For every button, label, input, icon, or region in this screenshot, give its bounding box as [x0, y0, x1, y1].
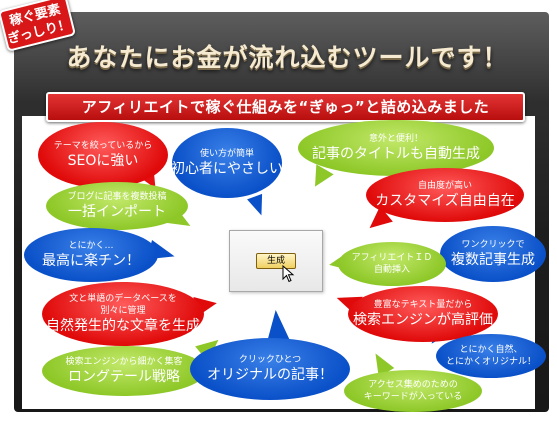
subheadline-bar: アフィリエイトで稼ぐ仕組みを“ぎゅっ”と詰め込みました	[46, 92, 525, 122]
bubble-oneclick-small: ワンクリックで	[461, 240, 525, 250]
bubble-natural2: とにかく自然、 とにかくオリジナル！	[436, 334, 546, 378]
bubble-affid: アフィリエイトＩＤ 自動挿入	[338, 242, 446, 286]
bubble-seo-small: テーマを絞っているから	[53, 141, 153, 151]
bubble-title-big: 記事のタイトルも自動生成	[312, 146, 480, 162]
panel-shine	[14, 12, 549, 102]
bubble-seoeval-small: 豊富なテキスト量だから	[373, 300, 473, 310]
bubble-natural-small2: 別々に管理	[100, 306, 146, 316]
bubble-seo-big: SEOに強い	[67, 153, 139, 169]
bubble-title-small: 意外と便利！	[368, 134, 423, 144]
bubble-seoeval-big: 検索エンジンが高評価	[353, 312, 493, 328]
bubble-natural-big: 自然発生的な文章を生成	[46, 318, 200, 334]
bubble-import: ブログに記事を複数投稿 一括インポート	[46, 182, 188, 230]
bubble-natural-small: 文と単語のデータベースを	[69, 294, 177, 304]
bubble-keyword-small: アクセス集めのための	[368, 380, 458, 390]
bubble-oneclick-big: 複数記事生成	[451, 252, 535, 268]
bubble-natural2-small2: とにかくオリジナル！	[445, 357, 536, 367]
bubble-custom-small: 自由度が高い	[417, 181, 472, 191]
bubble-custom: 自由度が高い カスタマイズ自由自在	[366, 168, 524, 222]
bubble-natural2-small: とにかく自然、	[459, 345, 523, 355]
bubble-affid-small2: 自動挿入	[373, 265, 410, 275]
bubble-longtail-big: ロングテール戦略	[68, 369, 180, 385]
bubble-custom-big: カスタマイズ自由自在	[375, 193, 515, 209]
bubble-keyword: アクセス集めのための キーワードが入っている	[344, 370, 482, 412]
bubble-original: クリックひとつ オリジナルの記事！	[190, 338, 350, 400]
bubble-import-small: ブログに記事を複数投稿	[67, 192, 167, 202]
generate-window: 生成	[229, 230, 323, 292]
bubble-easy: とにかく… 最高に楽チン！	[24, 228, 158, 282]
bubble-beginner-small: 使い方が簡単	[199, 149, 254, 159]
bubble-easy-small: とにかく…	[68, 241, 114, 251]
bubble-longtail: 検索エンジンから細かく集客 ロングテール戦略	[42, 346, 206, 396]
bubble-original-big: オリジナルの記事！	[207, 367, 333, 383]
bubble-original-small: クリックひとつ	[238, 355, 302, 365]
bubble-title: 意外と便利！ 記事のタイトルも自動生成	[298, 120, 494, 176]
bubble-keyword-small2: キーワードが入っている	[363, 392, 463, 402]
bubble-easy-big: 最高に楽チン！	[42, 253, 140, 269]
mouse-cursor-icon	[282, 265, 295, 283]
bubble-oneclick: ワンクリックで 複数記事生成	[440, 226, 546, 282]
bubble-seoeval: 豊富なテキスト量だから 検索エンジンが高評価	[348, 286, 498, 342]
bubble-beginner-big: 初心者にやさしい	[171, 161, 283, 177]
bubble-seo: テーマを絞っているから SEOに強い	[38, 122, 168, 188]
bubble-import-big: 一括インポート	[68, 204, 166, 220]
bubble-natural: 文と単語のデータベースを 別々に管理 自然発生的な文章を生成	[42, 282, 204, 346]
tail-original	[264, 309, 290, 341]
headline: あなたにお金が流れ込むツールです！	[66, 43, 509, 72]
bubble-beginner: 使い方が簡単 初心者にやさしい	[171, 128, 283, 198]
bubble-affid-small: アフィリエイトＩＤ	[351, 253, 433, 263]
generate-button[interactable]: 生成	[256, 253, 296, 269]
bubble-longtail-small: 検索エンジンから細かく集客	[65, 357, 183, 367]
